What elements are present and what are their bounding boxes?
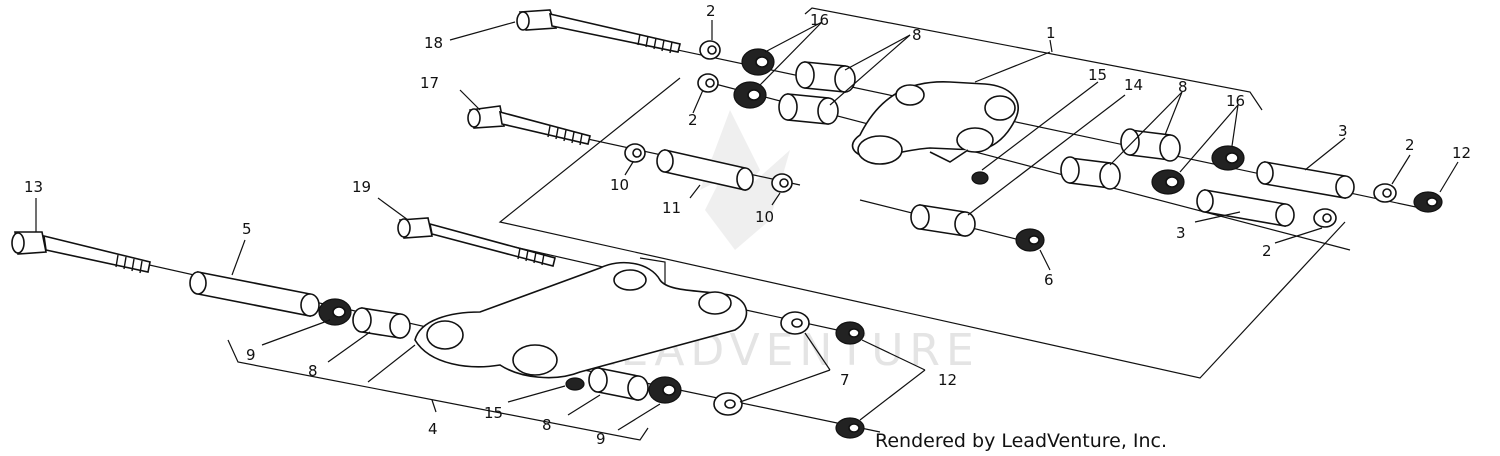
credit-text: Rendered by LeadVenture, Inc. [875, 430, 1167, 452]
label-15b: 15 [484, 404, 503, 422]
label-15a: 15 [1088, 66, 1107, 84]
label-12a: 12 [1452, 144, 1471, 162]
label-3a: 3 [1338, 122, 1348, 140]
callout-labels: 1 2 2 2 2 3 3 4 5 6 7 8 8 8 8 9 9 10 10 … [24, 2, 1471, 448]
group-brackets [227, 7, 1346, 441]
label-10a: 10 [610, 176, 629, 194]
label-13: 13 [24, 178, 43, 196]
label-19: 19 [352, 178, 371, 196]
lower-link-assembly [189, 261, 865, 439]
label-8d: 8 [542, 416, 552, 434]
label-6: 6 [1044, 271, 1054, 289]
label-5: 5 [242, 220, 252, 238]
label-7: 7 [840, 371, 850, 389]
middle-parts [624, 143, 1045, 252]
label-2d: 2 [1262, 242, 1272, 260]
label-10b: 10 [755, 208, 774, 226]
label-16b: 16 [1226, 92, 1245, 110]
bolt-17 [467, 105, 591, 146]
upper-bracket-body [851, 81, 1019, 185]
label-3b: 3 [1176, 224, 1186, 242]
bolt-13 [11, 231, 151, 274]
label-2b: 2 [688, 111, 698, 129]
label-8a: 8 [912, 26, 922, 44]
bolt-18 [516, 9, 681, 54]
label-17: 17 [420, 74, 439, 92]
label-14: 14 [1124, 76, 1143, 94]
label-12b: 12 [938, 371, 957, 389]
label-18: 18 [424, 34, 443, 52]
label-9b: 9 [596, 430, 606, 448]
label-9a: 9 [246, 346, 256, 364]
leader-lines [35, 20, 1459, 431]
label-2a: 2 [706, 2, 716, 20]
label-16a: 16 [810, 11, 829, 29]
label-8b: 8 [1178, 78, 1188, 96]
label-8c: 8 [308, 362, 318, 380]
upper-small-parts [697, 40, 775, 109]
label-11: 11 [662, 199, 681, 217]
bolt-19 [397, 217, 556, 267]
upper-right-parts [1060, 128, 1443, 228]
label-1: 1 [1046, 24, 1056, 42]
label-4: 4 [428, 420, 438, 438]
label-2c: 2 [1405, 136, 1415, 154]
